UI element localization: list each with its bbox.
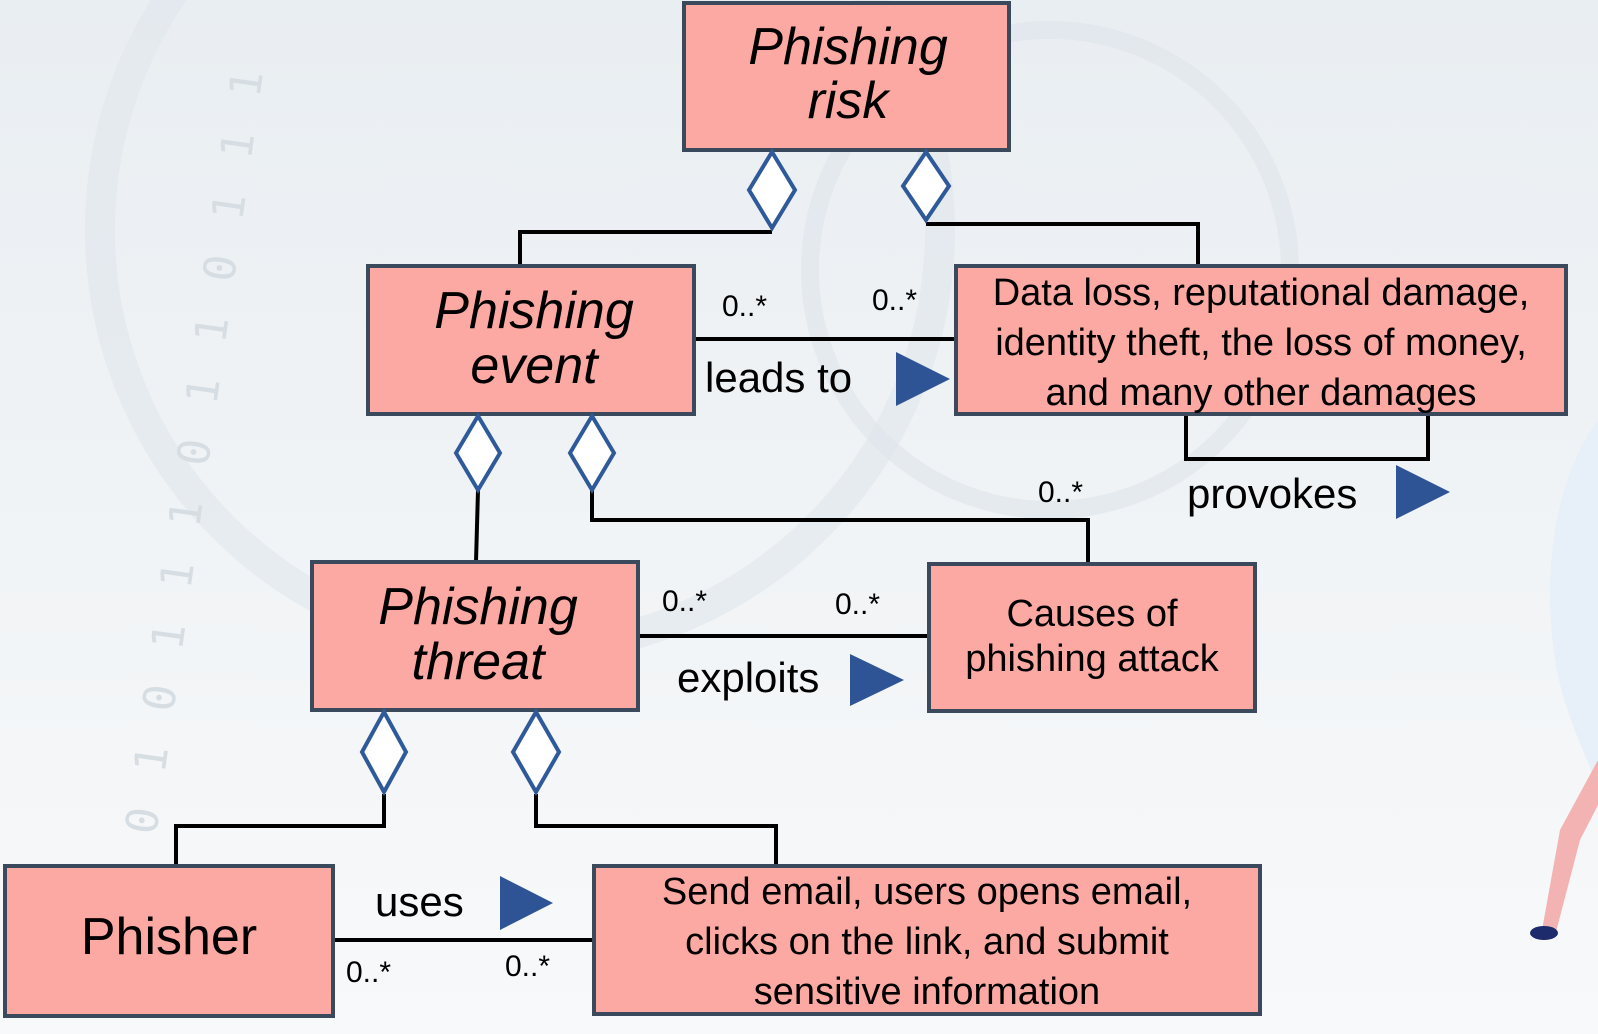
causes-class: Causes of phishing attack <box>927 562 1257 713</box>
risk-event-connector <box>518 230 772 268</box>
multiplicity-label: 0..* <box>835 588 880 621</box>
binary-digit: 0 <box>168 436 222 469</box>
binary-digit: 1 <box>125 743 179 776</box>
direction-arrow-icon <box>1396 465 1450 519</box>
multiplicity-label: 0..* <box>722 290 767 323</box>
aggregation-diamond <box>359 707 409 797</box>
binary-digit: 1 <box>185 313 239 346</box>
phishing-event-title-line: event <box>470 337 600 395</box>
actions-class: Send email, users opens email, clicks on… <box>592 864 1262 1016</box>
phishing-event-class: Phishing event <box>366 264 696 416</box>
binary-digit: 0 <box>116 804 170 837</box>
consequences-text-line: Data loss, reputational damage, <box>993 272 1530 314</box>
phishing-threat-box <box>310 560 640 712</box>
phishing-threat-title-line: threat <box>412 633 548 691</box>
figure-shoe <box>1530 926 1558 940</box>
consequences-class: Data loss, reputational damage, identity… <box>954 264 1568 416</box>
direction-arrow-icon <box>896 352 950 406</box>
aggregation-diamond <box>567 412 617 494</box>
binary-digit: 1 <box>151 558 205 591</box>
actions-box <box>592 864 1262 1016</box>
actions-text-line: clicks on the link, and submit <box>685 921 1169 963</box>
threat-actions-connector <box>534 794 778 866</box>
risk-consequences-connector <box>926 222 1200 268</box>
aggregation-diamond <box>746 148 798 232</box>
causes-text-line: Causes of <box>1006 593 1178 635</box>
phishing-threat-class: Phishing threat <box>310 560 640 712</box>
aggregation-diamond <box>510 707 562 797</box>
multiplicity-label: 0..* <box>505 950 550 983</box>
exploits-association: 0..* 0..* exploits <box>662 585 904 706</box>
provokes-self-loop <box>1184 414 1430 461</box>
consequences-text-line: identity theft, the loss of money, <box>995 322 1527 364</box>
exploits-label: exploits <box>677 654 819 701</box>
uses-label: uses <box>375 878 464 925</box>
consequences-text-line: and many other damages <box>1046 372 1477 414</box>
binary-digit: 1 <box>177 374 231 407</box>
phishing-threat-title-line: Phishing <box>378 578 578 636</box>
binary-digit: 0 <box>134 681 188 714</box>
direction-arrow-icon <box>850 654 904 706</box>
phishing-risk-box <box>682 1 1011 152</box>
figure-leg <box>1542 760 1598 932</box>
multiplicity-label: 0..* <box>872 284 917 317</box>
phisher-title: Phisher <box>81 908 257 966</box>
aggregation-diamond <box>453 412 503 494</box>
phishing-risk-title-line: risk <box>808 72 892 130</box>
multiplicity-label: 0..* <box>1038 476 1083 509</box>
phishing-event-title-line: Phishing <box>434 282 634 340</box>
phishing-risk-title-line: Phishing <box>748 18 948 76</box>
connectors <box>174 222 1430 942</box>
binary-digit: 1 <box>142 620 196 653</box>
uses-association: uses 0..* 0..* <box>346 876 553 989</box>
binary-digit: 1 <box>211 129 265 162</box>
phisher-box <box>3 864 335 1018</box>
direction-arrow-icon <box>500 876 553 930</box>
causes-box <box>927 562 1257 713</box>
leads-to-association: 0..* 0..* leads to <box>705 284 950 406</box>
aggregation-diamond <box>900 148 952 224</box>
aggregation-diamonds <box>359 148 952 797</box>
event-threat-connector <box>474 489 480 563</box>
provokes-label: provokes <box>1187 470 1357 517</box>
leads-to-label: leads to <box>705 354 852 401</box>
actions-text-line: Send email, users opens email, <box>662 871 1192 913</box>
actions-text-line: sensitive information <box>754 971 1100 1013</box>
threat-phisher-connector <box>174 794 386 866</box>
consequences-box <box>954 264 1568 416</box>
multiplicity-label: 0..* <box>346 956 391 989</box>
binary-digit: 0 <box>194 251 248 284</box>
phishing-risk-class: Phishing risk <box>682 1 1011 152</box>
event-causes-connector <box>590 490 1090 565</box>
provokes-association: 0..* provokes <box>1038 465 1450 519</box>
binary-digit: 1 <box>203 190 257 223</box>
causes-text-line: phishing attack <box>965 638 1219 680</box>
phisher-class: Phisher <box>3 864 335 1018</box>
phishing-event-box <box>366 264 696 416</box>
figure-silhouette <box>1549 420 1598 790</box>
multiplicity-label: 0..* <box>662 585 707 618</box>
binary-digit: 1 <box>220 67 274 100</box>
